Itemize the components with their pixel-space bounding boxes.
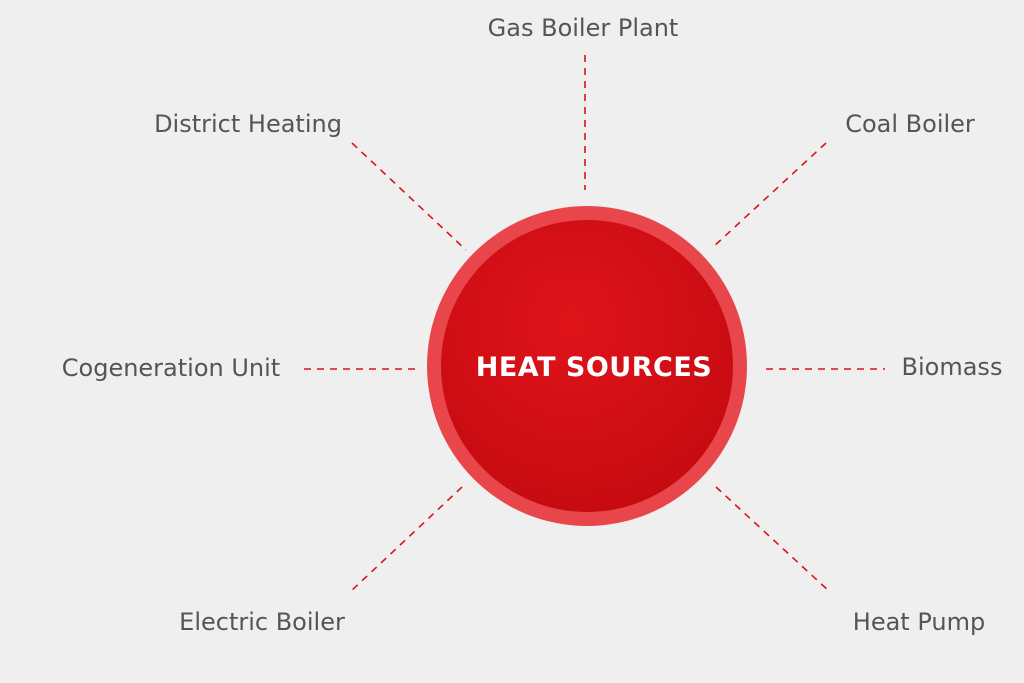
hub-core	[441, 220, 733, 512]
connector-district-heating	[351, 142, 467, 251]
node-labels: Gas Boiler Plant Coal Boiler Biomass Hea…	[62, 14, 1003, 636]
connector-heat-pump	[715, 486, 831, 593]
node-label-biomass: Biomass	[902, 353, 1003, 381]
connectors	[304, 55, 885, 593]
node-label-gas-boiler-plant: Gas Boiler Plant	[488, 14, 679, 42]
node-label-district-heating: District Heating	[154, 110, 342, 138]
node-label-cogeneration-unit: Cogeneration Unit	[62, 354, 280, 382]
center-hub: HEAT SOURCES	[427, 206, 747, 526]
center-label: HEAT SOURCES	[476, 352, 712, 383]
connector-coal-boiler	[711, 142, 827, 249]
node-label-coal-boiler: Coal Boiler	[845, 110, 975, 138]
connector-electric-boiler	[349, 486, 463, 593]
node-label-electric-boiler: Electric Boiler	[179, 608, 345, 636]
node-label-heat-pump: Heat Pump	[853, 608, 985, 636]
